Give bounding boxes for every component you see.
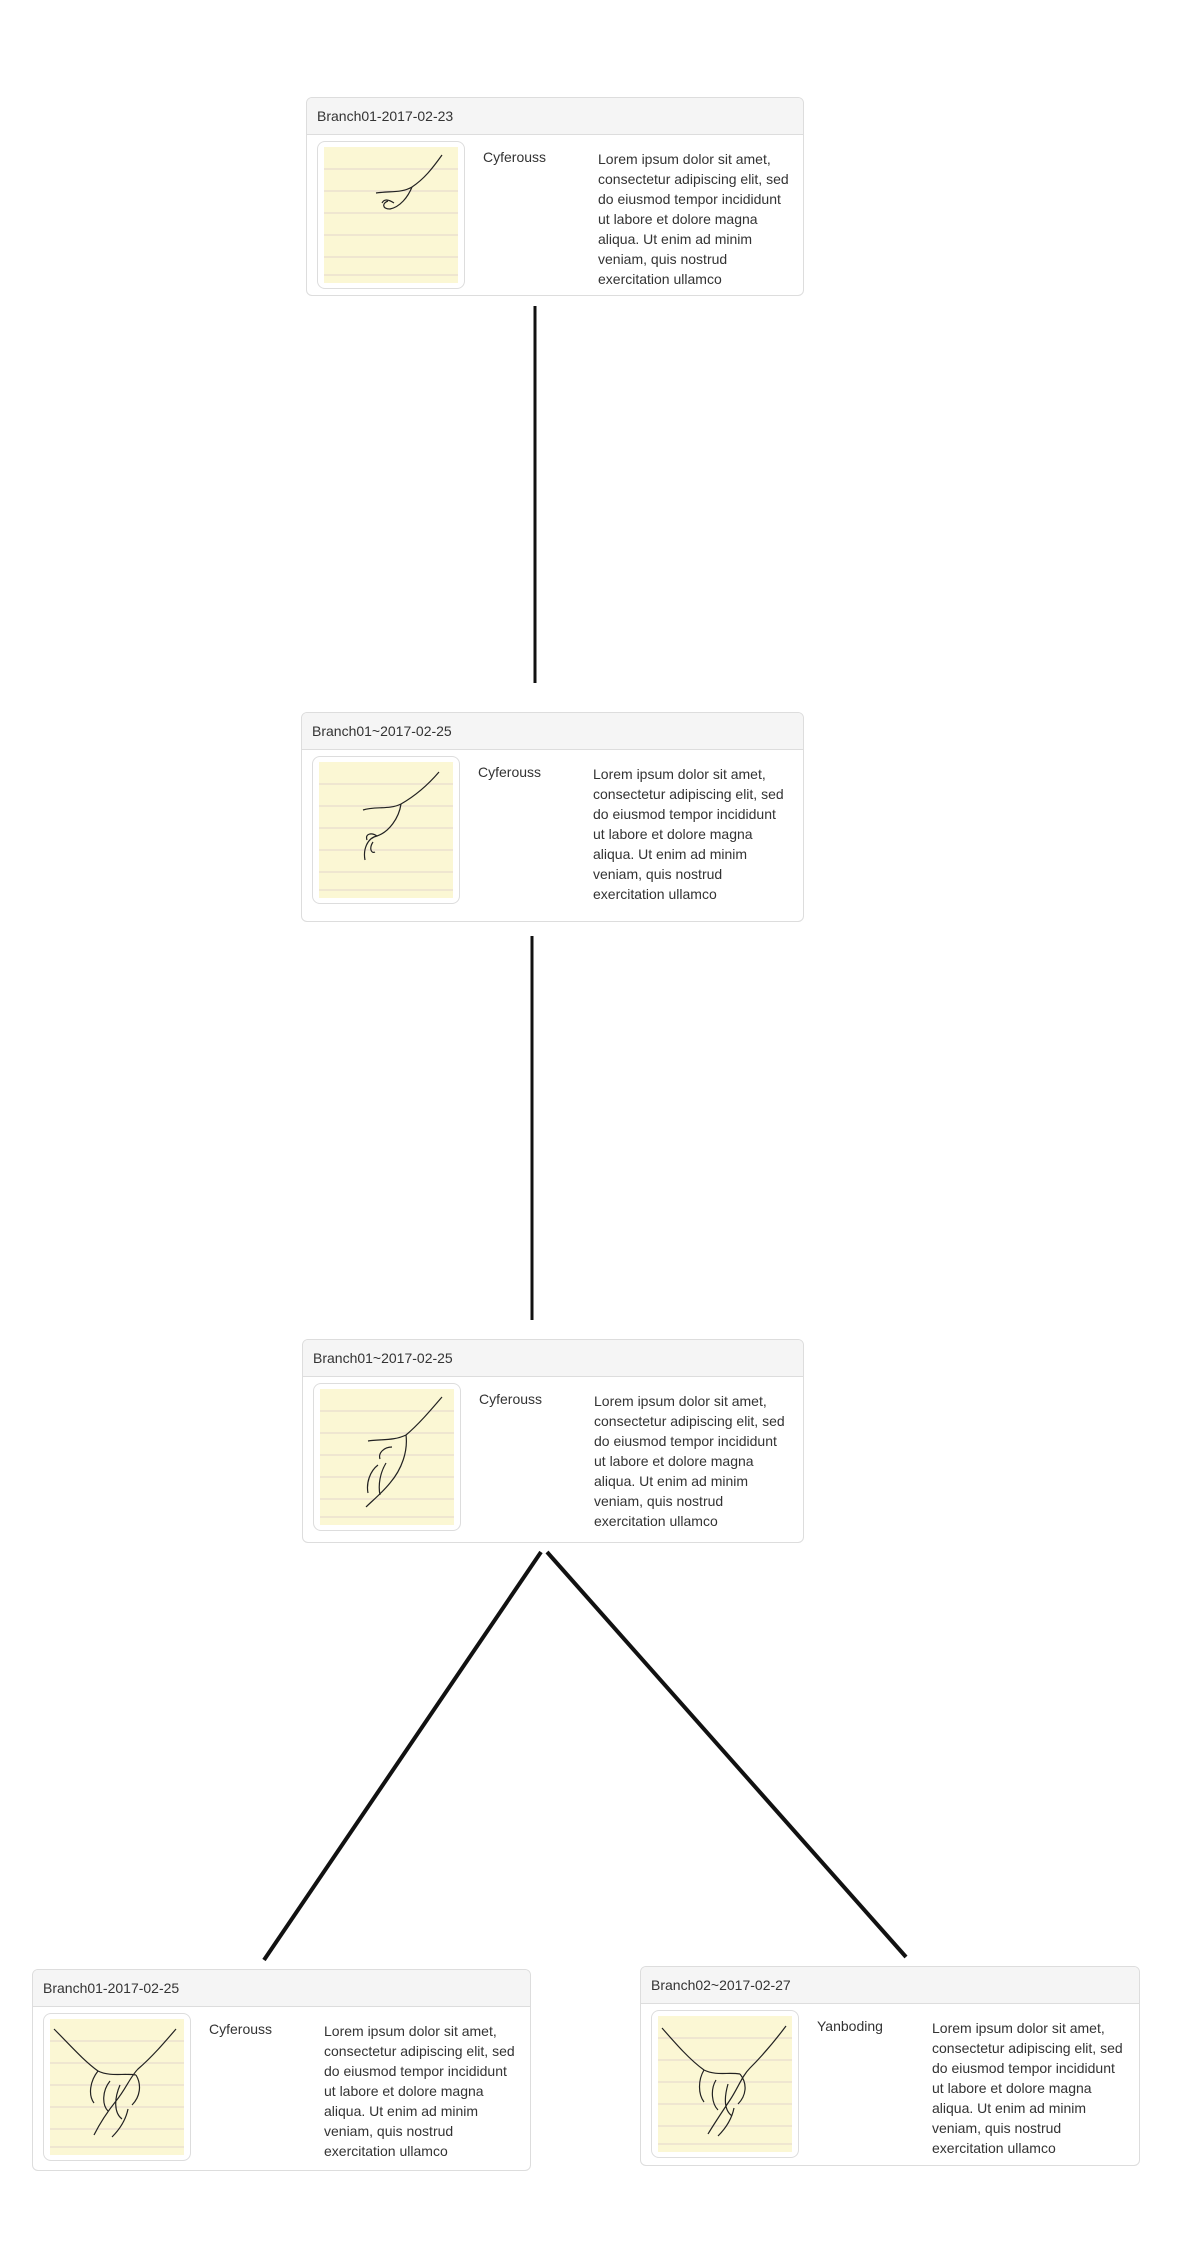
node-title: Branch01~2017-02-25	[303, 1340, 803, 1377]
node-description: Lorem ipsum dolor sit amet, consectetur …	[324, 2023, 515, 2159]
node-thumbnail[interactable]	[317, 141, 465, 289]
hand-sketch-icon	[324, 154, 458, 276]
node-thumbnail[interactable]	[43, 2013, 191, 2161]
branch-node-card[interactable]: Branch01-2017-02-23 Cyferouss Lorem ipsu…	[306, 97, 804, 296]
node-title: Branch01-2017-02-23	[307, 98, 803, 135]
node-title: Branch02~2017-02-27	[641, 1967, 1139, 2004]
node-author: Cyferouss	[483, 149, 547, 165]
hand-sketch-icon	[320, 1396, 454, 1518]
branch-node-card[interactable]: Branch01~2017-02-25 Cyferouss Lorem ipsu…	[301, 712, 804, 922]
node-author: Cyferouss	[209, 2021, 273, 2037]
branch-node-card[interactable]: Branch01~2017-02-25 Cyferouss Lorem ipsu…	[302, 1339, 804, 1543]
node-description: Lorem ipsum dolor sit amet, consectetur …	[598, 151, 789, 287]
node-thumbnail[interactable]	[313, 1383, 461, 1531]
branch-node-card[interactable]: Branch02~2017-02-27 Yanboding Lorem ipsu…	[640, 1966, 1140, 2166]
node-author: Yanboding	[817, 2018, 883, 2034]
hand-sketch-icon	[319, 771, 453, 891]
edge-node3-node5	[545, 1550, 908, 1959]
node-description: Lorem ipsum dolor sit amet, consectetur …	[594, 1393, 785, 1529]
node-thumbnail[interactable]	[651, 2010, 799, 2158]
node-description: Lorem ipsum dolor sit amet, consectetur …	[932, 2020, 1123, 2156]
branch-node-card[interactable]: Branch01-2017-02-25 Cyferouss Lorem ipsu…	[32, 1969, 531, 2171]
node-description: Lorem ipsum dolor sit amet, consectetur …	[593, 766, 784, 902]
node-thumbnail[interactable]	[312, 756, 460, 904]
edge-node3-node4	[262, 1550, 543, 1962]
holding-hands-sketch-icon	[50, 2028, 184, 2148]
node-title: Branch01-2017-02-25	[33, 1970, 530, 2007]
node-title: Branch01~2017-02-25	[302, 713, 803, 750]
node-author: Cyferouss	[478, 764, 542, 780]
node-author: Cyferouss	[479, 1391, 543, 1407]
holding-hands-sketch-icon	[658, 2025, 792, 2145]
